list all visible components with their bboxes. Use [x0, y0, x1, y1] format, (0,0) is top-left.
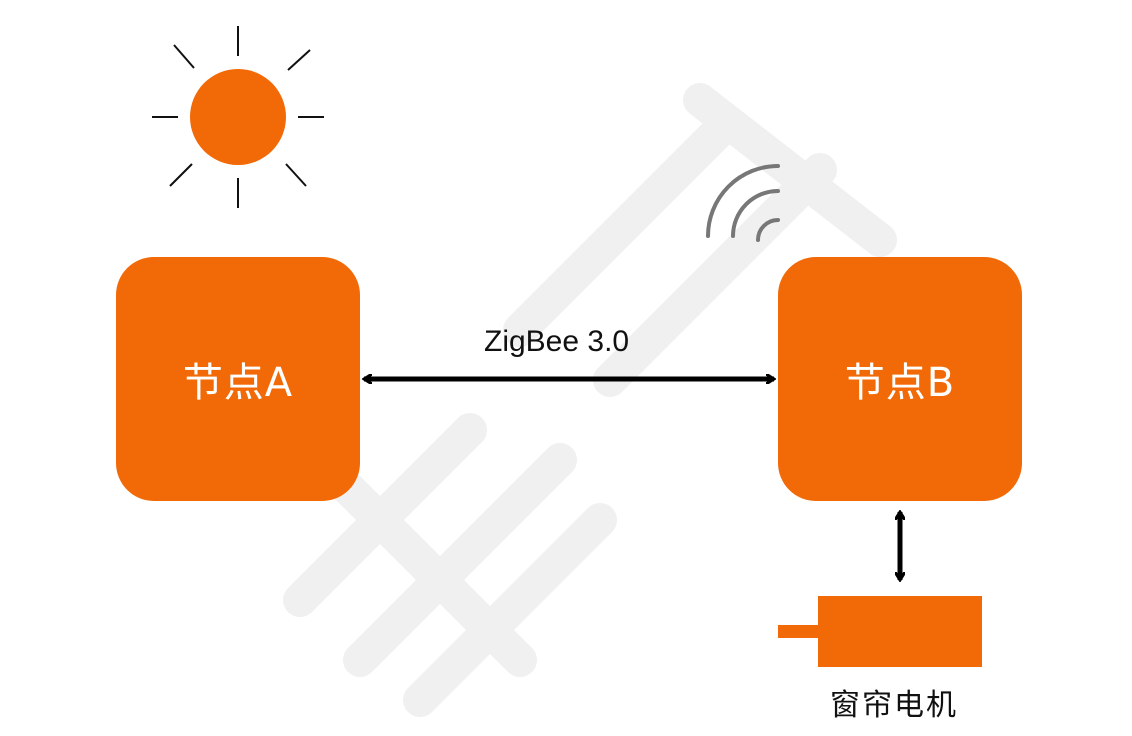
node-b-label: 节点B: [844, 360, 956, 406]
sun-icon: [152, 26, 324, 208]
curtain-motor-icon: [778, 596, 982, 667]
motor-shaft: [778, 625, 818, 638]
sun-disc: [190, 69, 286, 165]
sun-rays: [152, 26, 324, 208]
node-a-label: 节点A: [182, 360, 294, 406]
node-a-box: 节点A: [116, 257, 360, 501]
node-b-box: 节点B: [778, 257, 1022, 501]
motor-body: [818, 596, 982, 667]
curtain-motor-label: 窗帘电机: [830, 689, 958, 722]
watermark: [283, 83, 897, 717]
zigbee-link-label: ZigBee 3.0: [484, 325, 630, 358]
wireless-signal-icon: [706, 164, 780, 242]
